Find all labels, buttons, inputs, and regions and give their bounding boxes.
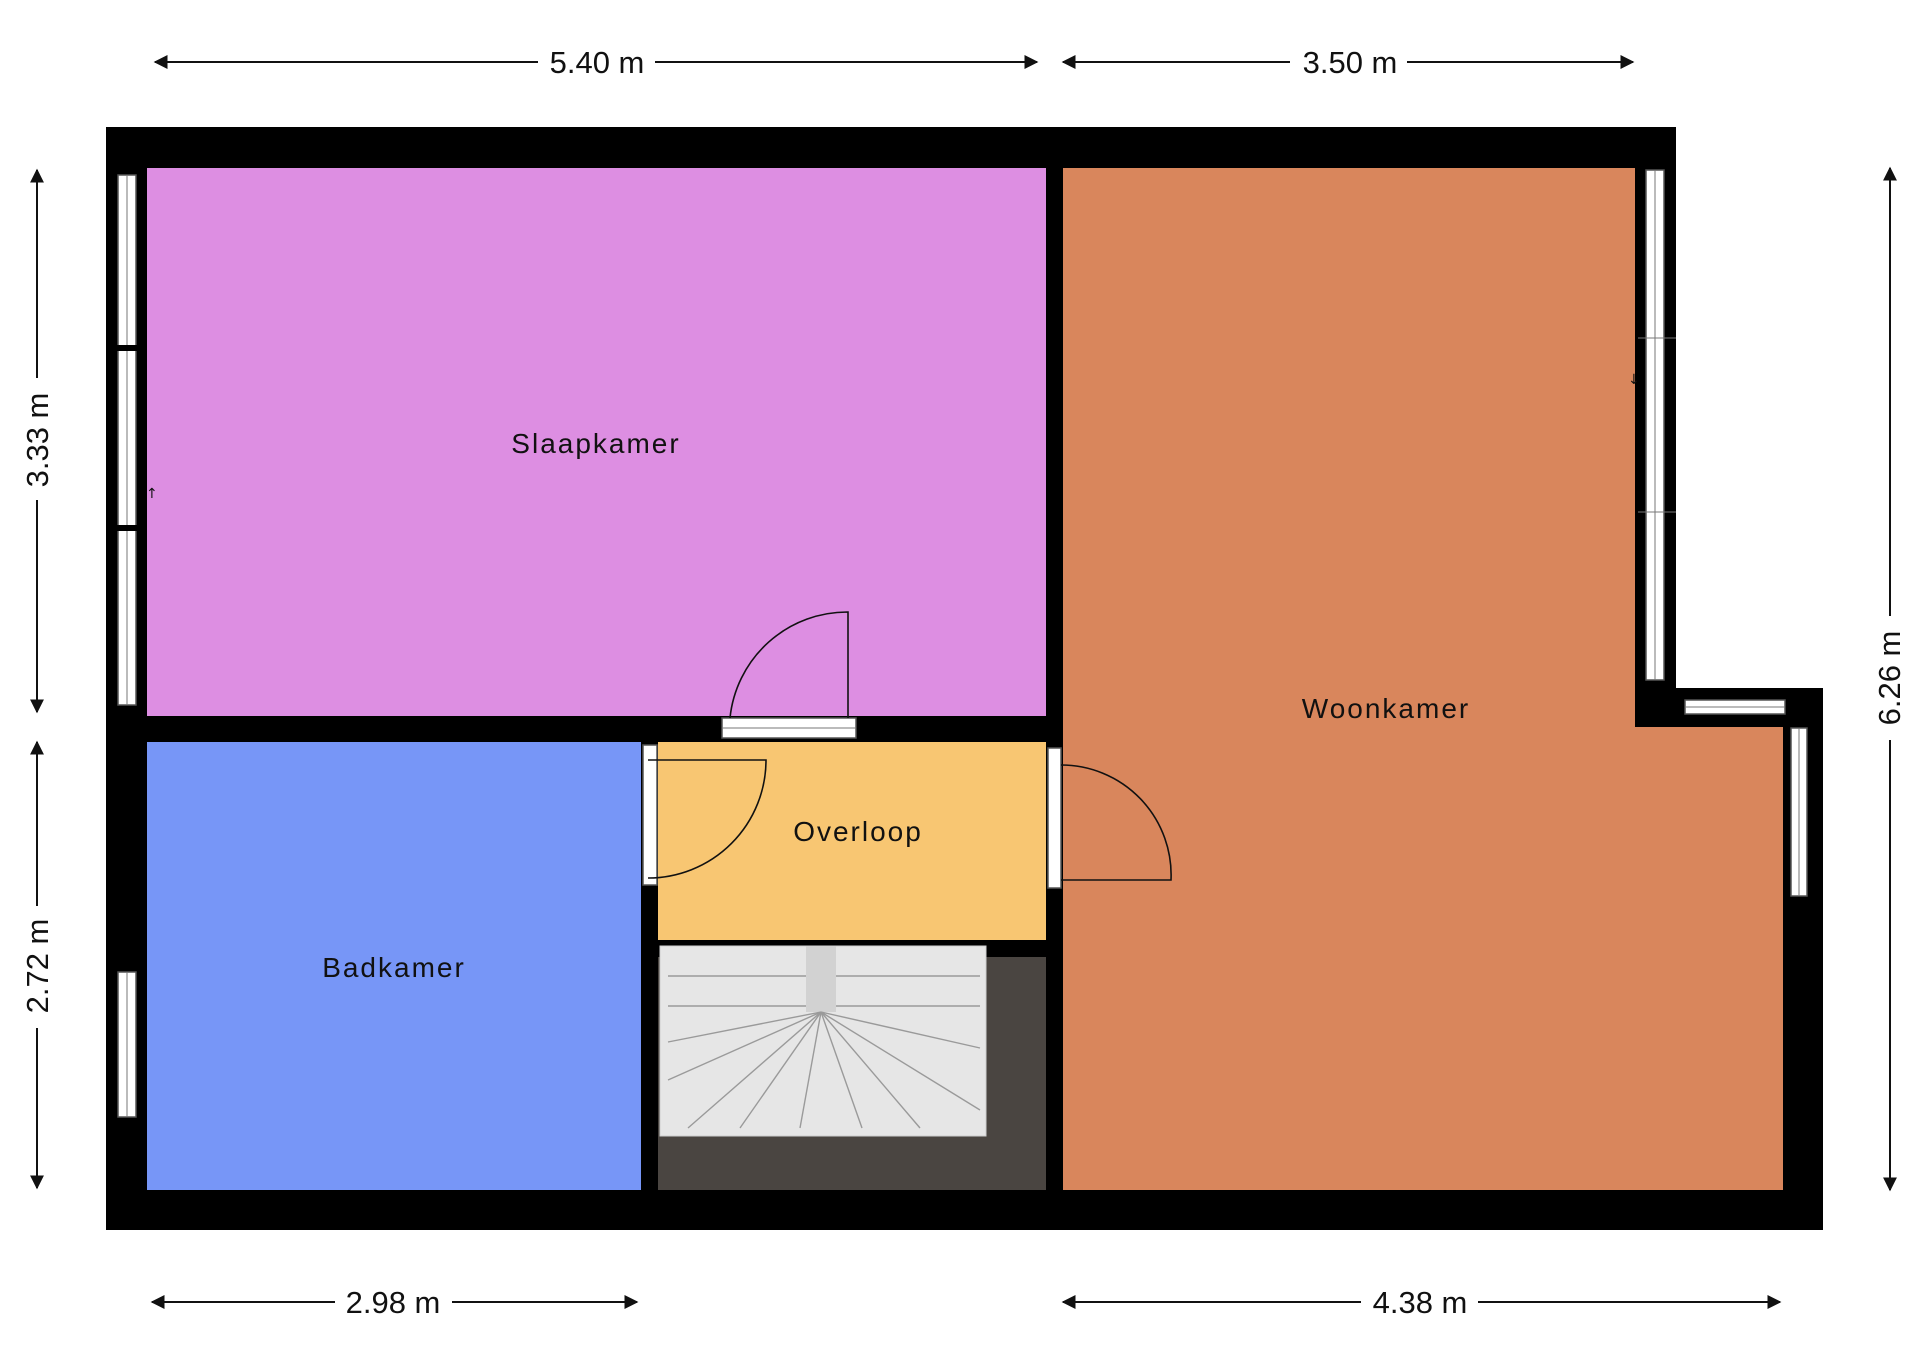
dimension-bottom-right: 4.38 m xyxy=(1061,1285,1782,1320)
door-frame-woonkamer xyxy=(1047,747,1062,889)
dimension-label: 2.72 m xyxy=(20,919,55,1014)
window-left-upper xyxy=(106,174,147,706)
window-right-upper xyxy=(1638,169,1676,681)
dimension-label: 3.50 m xyxy=(1303,45,1398,80)
dimension-left-upper: 3.33 m xyxy=(20,168,55,714)
room-label-overloop: Overloop xyxy=(793,816,923,847)
dimension-right: 6.26 m xyxy=(1872,166,1907,1192)
arrow-up-icon: ↑ xyxy=(146,486,158,502)
windows xyxy=(106,169,1808,1118)
door-swing-woonkamer xyxy=(1060,764,1172,881)
door-swings xyxy=(647,611,1172,881)
room-badkamer xyxy=(147,742,641,1190)
room-woonkamer xyxy=(1063,168,1783,1190)
room-label-badkamer: Badkamer xyxy=(322,952,466,983)
room-overloop xyxy=(658,742,1046,940)
room-label-woonkamer: Woonkamer xyxy=(1302,693,1470,724)
dimension-label: 3.33 m xyxy=(20,393,55,488)
door-swing-badkamer xyxy=(647,759,767,879)
dimension-left-lower: 2.72 m xyxy=(20,740,55,1190)
dimension-top-right: 3.50 m xyxy=(1061,45,1635,80)
arrow-down-icon: ↓ xyxy=(1628,372,1640,388)
room-slaapkamer xyxy=(147,168,1046,716)
window-left-lower xyxy=(117,971,137,1118)
window-right-nook-side xyxy=(1790,727,1808,897)
dimension-top-left: 5.40 m xyxy=(153,45,1039,80)
window-right-nook-top xyxy=(1684,699,1786,715)
dimension-label: 4.38 m xyxy=(1373,1285,1468,1320)
dimension-label: 2.98 m xyxy=(346,1285,441,1320)
room-label-slaapkamer: Slaapkamer xyxy=(511,428,680,459)
dimension-label: 6.26 m xyxy=(1872,631,1907,726)
dimension-bottom-left: 2.98 m xyxy=(150,1285,639,1320)
staircase xyxy=(659,945,987,1137)
door-frame-slaapkamer xyxy=(721,717,857,739)
door-frame-badkamer xyxy=(642,744,658,886)
dimension-label: 5.40 m xyxy=(550,45,645,80)
door-swing-slaapkamer xyxy=(729,611,849,719)
